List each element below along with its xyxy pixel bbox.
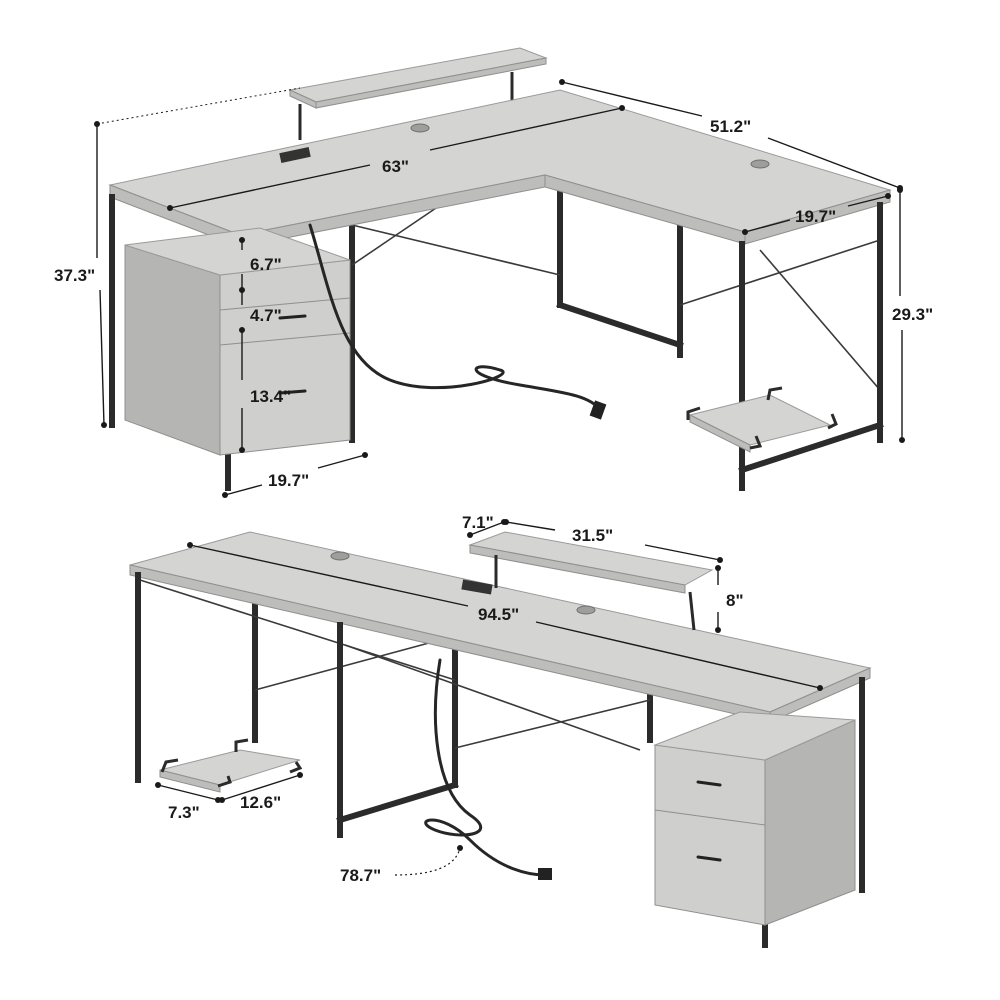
- label-drawer-top: 6.7": [250, 255, 282, 274]
- dimension-labels: 37.3" 63" 51.2" 19.7" 29.3" 6.7" 4.7" 13…: [54, 117, 933, 885]
- label-stand-width: 12.6": [240, 793, 281, 812]
- label-total-length: 94.5": [478, 605, 519, 624]
- label-desk-height-with-shelf: 37.3": [54, 266, 95, 285]
- l-desktop: [108, 89, 892, 248]
- cpu-stand-bottom: [159, 738, 303, 793]
- l-shaped-desk-illustration: [108, 47, 892, 491]
- cpu-stand-top: [686, 386, 838, 453]
- label-shelf-depth: 7.1": [462, 513, 494, 532]
- top-dimension-lines: [94, 79, 905, 498]
- straight-desk-illustration: [129, 531, 872, 948]
- label-shelf-height: 8": [726, 591, 744, 610]
- file-cabinet-bottom: [653, 711, 856, 926]
- file-cabinet-top: [124, 227, 351, 456]
- label-cabinet-width: 19.7": [268, 471, 309, 490]
- label-drawer-bottom: 13.4": [250, 387, 291, 406]
- label-shelf-length: 31.5": [572, 526, 613, 545]
- monitor-shelf-bottom: [468, 531, 714, 631]
- label-return-depth: 19.7": [795, 207, 836, 226]
- bottom-dimension-lines: [155, 519, 823, 876]
- label-cord-length: 78.7": [340, 866, 381, 885]
- label-desk-height: 29.3": [892, 305, 933, 324]
- label-return-length: 51.2": [710, 117, 751, 136]
- label-stand-depth: 7.3": [168, 803, 200, 822]
- label-drawer-middle: 4.7": [250, 306, 282, 325]
- monitor-shelf-top: [288, 47, 548, 140]
- straight-desktop: [129, 531, 872, 723]
- label-main-length: 63": [382, 157, 409, 176]
